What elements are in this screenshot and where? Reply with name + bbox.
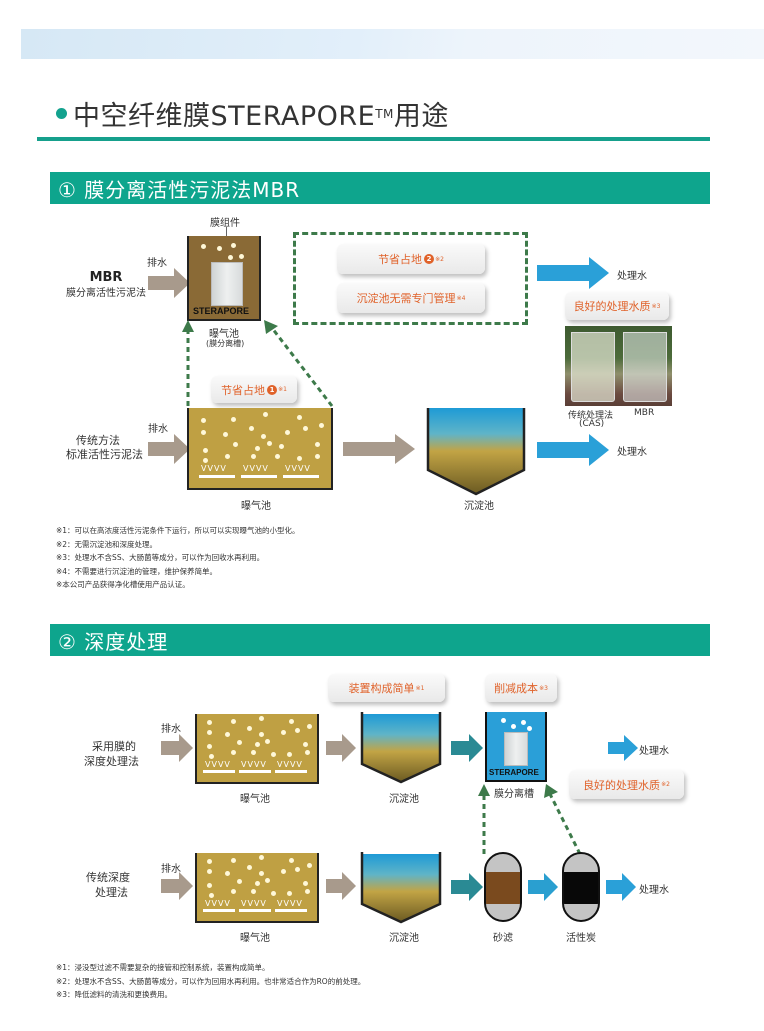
flow-arrow-icon bbox=[451, 873, 483, 901]
mbr-label-sub: 膜分离活性污泥法 bbox=[66, 288, 146, 299]
conventional-aeration-tank: VVVV VVVV VVVV bbox=[187, 408, 333, 490]
clarifier-tank-2 bbox=[360, 852, 442, 924]
drain-label-1: 排水 bbox=[161, 724, 181, 735]
dashed-arrows-2 bbox=[478, 784, 582, 854]
membrane-module bbox=[504, 732, 528, 766]
flow-arrow-icon bbox=[343, 434, 415, 464]
clarifier-tank bbox=[426, 408, 526, 496]
clarifier-tank-1 bbox=[360, 712, 442, 784]
clarifier-label-1: 沉淀池 bbox=[389, 794, 419, 805]
trademark-mark: TM bbox=[375, 106, 394, 121]
benefit-cost-reduction: 削减成本※3 bbox=[485, 674, 557, 702]
inflow-arrow-icon bbox=[161, 734, 193, 762]
benefit-simple-setup: 装置构成简单※1 bbox=[328, 674, 445, 702]
mbr-aeration-tank: STERAPORE bbox=[187, 236, 261, 321]
treated-water-arrow-icon bbox=[606, 873, 636, 901]
aeration-tank-membrane-row: VVVV VVVV VVVV bbox=[195, 714, 319, 784]
page-title-suffix: 用途 bbox=[393, 101, 449, 132]
membrane-separation-tank: STERAPORE bbox=[485, 712, 547, 782]
inflow-arrow-icon bbox=[161, 872, 193, 900]
beaker-mbr bbox=[623, 332, 667, 402]
section-2-heading: ② 深度处理 bbox=[50, 624, 710, 656]
sterapore-tag: STERAPORE bbox=[193, 306, 250, 316]
top-banner bbox=[21, 29, 764, 59]
conventional-aeration-label: 曝气池 bbox=[241, 501, 271, 512]
beaker-photo bbox=[565, 326, 672, 406]
beaker-cas bbox=[571, 332, 615, 402]
drain-label: 排水 bbox=[147, 258, 167, 269]
treated-water-label-1: 处理水 bbox=[639, 746, 669, 757]
treated-water-arrow-icon bbox=[608, 735, 638, 761]
membrane-module bbox=[211, 262, 243, 306]
clarifier-label: 沉淀池 bbox=[464, 501, 494, 512]
flow-arrow-icon bbox=[326, 734, 356, 762]
membrane-module-label: 膜组件 bbox=[210, 218, 240, 229]
beaker-mbr-label: MBR bbox=[634, 408, 655, 418]
treated-water-label: 处理水 bbox=[617, 271, 647, 282]
conventional-sub: 标准活性污泥法 bbox=[66, 448, 143, 461]
section-2-notes: ※1：浸没型过滤不需要复杂的接管和控制系统，装置构成简单。 ※2：处理水不含SS… bbox=[56, 963, 366, 999]
conventional-row-title-1: 传统深度 bbox=[86, 871, 130, 884]
beaker-cas-sub: (CAS) bbox=[579, 419, 605, 429]
title-divider bbox=[37, 137, 710, 141]
good-quality-pill: 良好的处理水质※3 bbox=[565, 292, 669, 320]
activated-carbon-label: 活性炭 bbox=[566, 933, 596, 944]
flow-arrow-icon bbox=[326, 872, 356, 900]
drain-label-conventional: 排水 bbox=[148, 424, 168, 435]
treated-water-arrow-icon bbox=[537, 257, 609, 289]
aeration-tank-label-1: 曝气池 bbox=[240, 794, 270, 805]
mbr-label-title: MBR bbox=[89, 270, 123, 285]
aeration-tank-sub: (膜分离槽) bbox=[206, 339, 245, 348]
sand-filter-vessel bbox=[484, 852, 522, 922]
section-1-heading: ① 膜分离活性污泥法MBR bbox=[50, 172, 710, 204]
treated-water-label-bottom: 处理水 bbox=[617, 447, 647, 458]
activated-carbon-vessel bbox=[562, 852, 600, 922]
membrane-tank-label: 膜分离槽 bbox=[494, 789, 534, 800]
clarifier-label-2: 沉淀池 bbox=[389, 933, 419, 944]
treated-water-label-2: 处理水 bbox=[639, 885, 669, 896]
drain-label-2: 排水 bbox=[161, 864, 181, 875]
bullet-dot-icon bbox=[56, 108, 67, 119]
aeration-tank-label-2: 曝气池 bbox=[240, 933, 270, 944]
conventional-row-title-2: 处理法 bbox=[95, 886, 128, 899]
mbr-benefits-box bbox=[293, 232, 528, 325]
good-quality-pill-2: 良好的处理水质※2 bbox=[569, 770, 684, 799]
aeration-tank-conventional-row: VVVV VVVV VVVV bbox=[195, 853, 319, 923]
membrane-row-title-1: 采用膜的 bbox=[92, 740, 136, 753]
sand-filter-label: 砂滤 bbox=[493, 933, 513, 944]
beaker-cas-label: 传统处理法 bbox=[568, 411, 614, 421]
page-title-main: 中空纤维膜STERAPORE bbox=[73, 101, 376, 132]
dashed-arrows bbox=[182, 320, 334, 407]
aeration-tank-label: 曝气池 bbox=[209, 329, 239, 340]
section-1-notes: ※1：可以在高浓度活性污泥条件下运行，所以可以实现曝气池的小型化。 ※2：无需沉… bbox=[56, 526, 300, 589]
conventional-title: 传统方法 bbox=[76, 434, 120, 447]
treated-water-arrow-icon bbox=[537, 434, 609, 466]
flow-arrow-icon bbox=[528, 873, 558, 901]
inflow-arrow-icon bbox=[148, 268, 190, 298]
inflow-arrow-icon bbox=[148, 434, 190, 464]
flow-arrow-icon bbox=[451, 734, 483, 762]
membrane-row-title-2: 深度处理法 bbox=[84, 755, 139, 768]
benefit-no-clarifier: 沉淀池无需专门管理※4 bbox=[337, 283, 485, 313]
